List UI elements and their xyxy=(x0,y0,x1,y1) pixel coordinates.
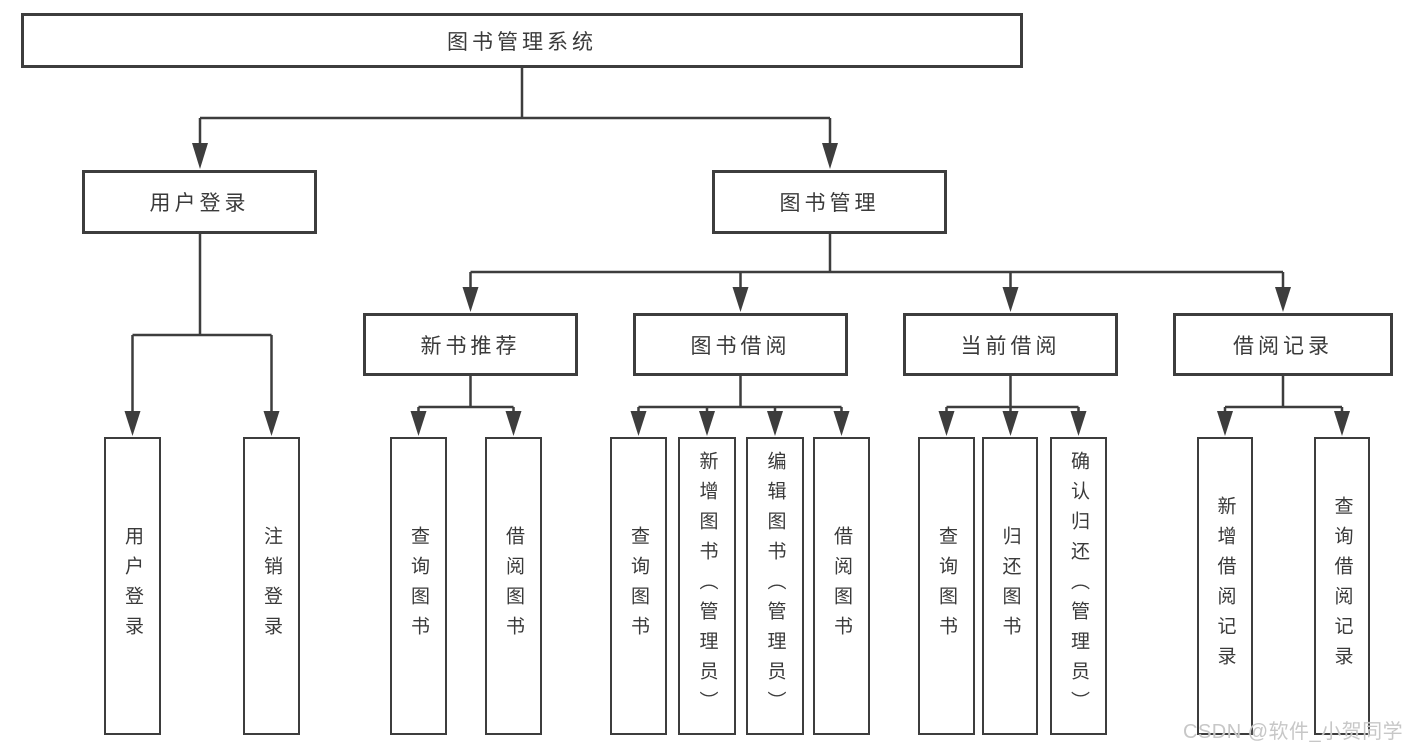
node-root-system: 图书管理系统 xyxy=(21,13,1023,68)
node-borrowing-records: 借阅记录 xyxy=(1173,313,1393,376)
leaf-confirm-return-admin: 确认归还（管理员） xyxy=(1050,437,1107,735)
leaf-edit-books-admin: 编辑图书（管理员） xyxy=(746,437,804,735)
leaf-user-login: 用户登录 xyxy=(104,437,161,735)
leaf-borrow-books-1: 借阅图书 xyxy=(485,437,542,735)
leaf-return-books: 归还图书 xyxy=(982,437,1038,735)
node-new-book-recommend: 新书推荐 xyxy=(363,313,578,376)
leaf-query-borrow-record: 查询借阅记录 xyxy=(1314,437,1370,735)
leaf-borrow-books-2: 借阅图书 xyxy=(813,437,870,735)
leaf-add-books-admin: 新增图书（管理员） xyxy=(678,437,736,735)
watermark: CSDN @软件_小贺同学 xyxy=(1183,721,1404,743)
node-user-login-module: 用户登录 xyxy=(82,170,317,234)
leaf-query-books-1: 查询图书 xyxy=(390,437,447,735)
leaf-query-books-3: 查询图书 xyxy=(918,437,975,735)
leaf-query-books-2: 查询图书 xyxy=(610,437,667,735)
node-current-borrowing: 当前借阅 xyxy=(903,313,1118,376)
arrowheads xyxy=(124,143,1350,436)
node-book-borrowing: 图书借阅 xyxy=(633,313,848,376)
leaf-logout: 注销登录 xyxy=(243,437,300,735)
leaf-add-borrow-record: 新增借阅记录 xyxy=(1197,437,1253,735)
node-book-management-module: 图书管理 xyxy=(712,170,947,234)
